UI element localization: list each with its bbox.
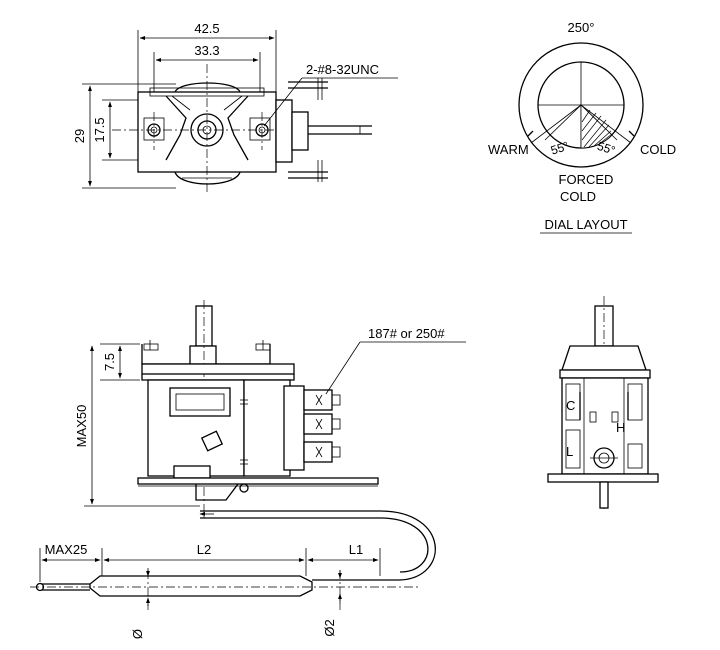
side-view: 187# or 250# 7.5 MAX50 MAX25 L2 L1 — [30, 300, 466, 639]
thread-note: 2-#8-32UNC — [306, 62, 379, 77]
dim-bulb-dia: Ø — [130, 629, 145, 639]
dial-label-cold: COLD — [640, 142, 676, 157]
dial-label-warm: WARM — [488, 142, 529, 157]
dim-height: MAX50 — [74, 405, 89, 448]
top-view: 42.5 33.3 29 17.5 — [72, 21, 398, 195]
dim-width-inner: 33.3 — [194, 43, 219, 58]
dim-height-inner: 17.5 — [92, 117, 107, 142]
end-letter-l: L — [566, 444, 573, 459]
dial-angle-total: 250° — [568, 20, 595, 35]
end-letter-c: C — [566, 398, 575, 413]
dim-bulb-tip: MAX25 — [45, 542, 88, 557]
dim-tube-dia: Ø2 — [322, 619, 337, 636]
dial-label-forced-2: COLD — [560, 189, 596, 204]
dial-caption: DIAL LAYOUT — [544, 217, 627, 232]
dim-bulb-len: L2 — [197, 542, 211, 557]
dim-width-outer: 42.5 — [194, 21, 219, 36]
end-letter-h: H — [616, 420, 625, 435]
dial-layout: 250° 55° 55° WARM COLD FORCED COLD DIAL … — [488, 20, 676, 234]
dim-height-outer: 29 — [72, 129, 87, 143]
dial-label-forced-1: FORCED — [559, 172, 614, 187]
terminal-note: 187# or 250# — [368, 326, 445, 341]
dial-angle-left: 55° — [549, 139, 571, 158]
dim-shaft: 7.5 — [102, 353, 117, 371]
dim-tube-len: L1 — [349, 542, 363, 557]
end-view: C H L — [547, 296, 659, 512]
dial-angle-right: 55° — [595, 139, 617, 158]
